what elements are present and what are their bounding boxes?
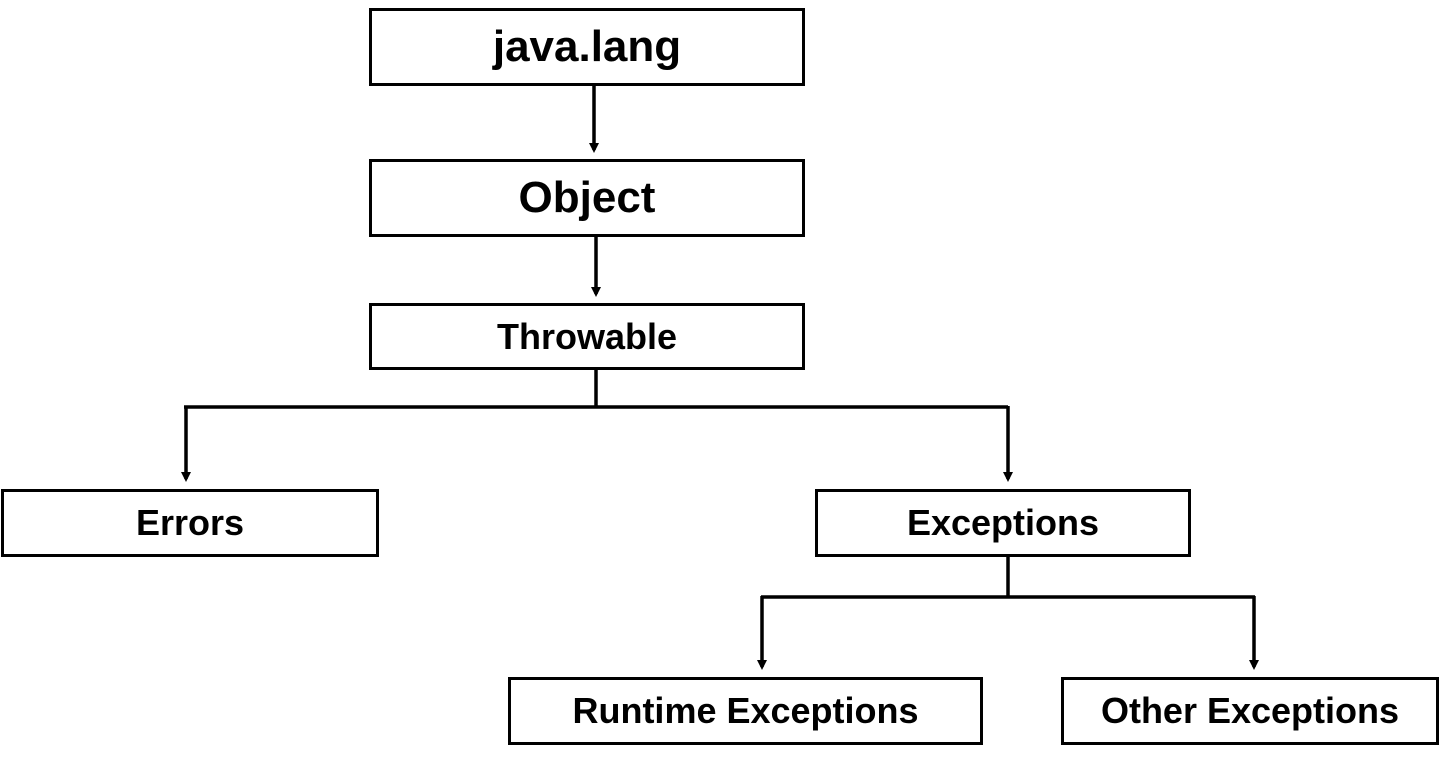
node-throwable-label: Throwable [496, 315, 678, 357]
node-exceptions: Exceptions [815, 489, 1191, 557]
node-exceptions-label: Exceptions [906, 502, 1100, 543]
node-throwable: Throwable [369, 303, 805, 370]
node-other-exceptions: Other Exceptions [1061, 677, 1439, 745]
node-errors-label: Errors [135, 502, 245, 543]
edge-exceptions-branches [757, 557, 1259, 670]
node-object: Object [369, 159, 805, 237]
node-runtime-exceptions: Runtime Exceptions [508, 677, 983, 745]
node-errors: Errors [1, 489, 379, 557]
node-other-exceptions-label: Other Exceptions [1100, 690, 1400, 731]
node-runtime-exceptions-label: Runtime Exceptions [572, 690, 919, 731]
node-object-label: Object [518, 173, 656, 222]
edge-throwable-branches [181, 370, 1013, 482]
node-java-lang-label: java.lang [492, 22, 682, 71]
node-java-lang: java.lang [369, 8, 805, 86]
